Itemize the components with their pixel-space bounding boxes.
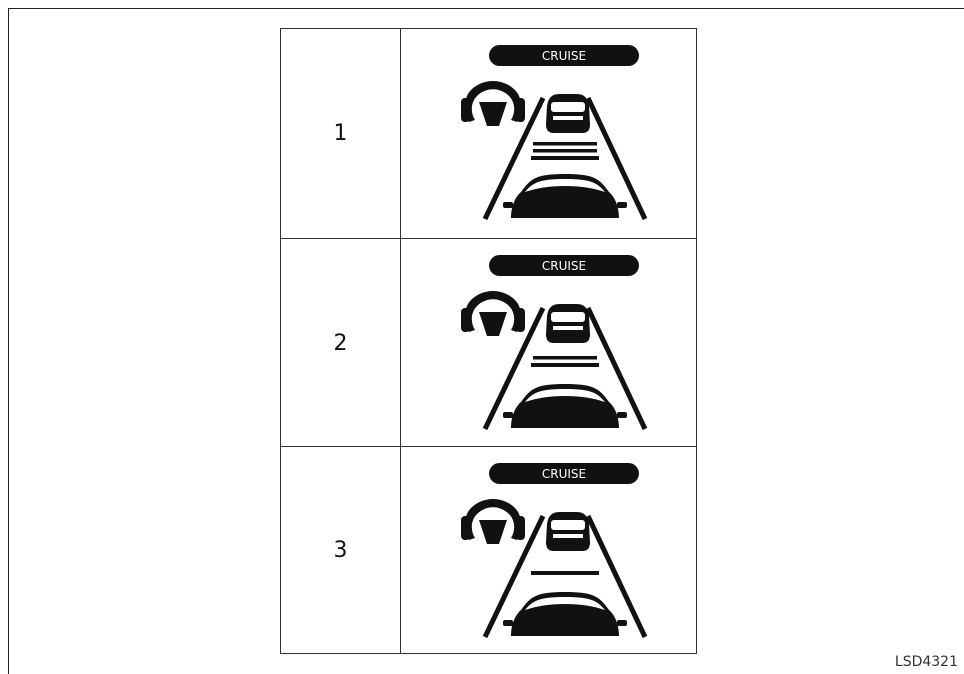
- steering-assist-icon: [461, 499, 525, 544]
- steering-assist-icon: [461, 81, 525, 126]
- distance-bar: [531, 156, 599, 160]
- lane-lines-icon: [482, 96, 648, 221]
- own-vehicle-icon: [503, 592, 627, 636]
- cruise-badge-label: CRUISE: [542, 467, 586, 481]
- cruise-display-illustration: CRUISE: [461, 45, 648, 221]
- table-row: 3 CRUISE: [281, 446, 696, 654]
- display-illustration-cell: CRUISE: [401, 447, 696, 654]
- cruise-badge-label: CRUISE: [542, 259, 586, 273]
- cruise-display-illustration: CRUISE: [461, 255, 648, 431]
- table-row: 2 CRUISE: [281, 238, 696, 447]
- lead-vehicle-icon: [546, 304, 590, 343]
- lead-vehicle-icon: [546, 94, 590, 133]
- distance-bar: [531, 363, 599, 367]
- cruise-badge: [489, 255, 639, 276]
- cruise-badge: [489, 463, 639, 484]
- setting-number-cell: 3: [281, 447, 401, 654]
- lane-lines-icon: [482, 514, 648, 639]
- distance-bars-icon: [531, 142, 599, 160]
- display-illustration-cell: CRUISE: [401, 29, 696, 238]
- lead-vehicle-icon: [546, 512, 590, 551]
- distance-setting-table: 1 CRUISE: [280, 28, 697, 654]
- own-vehicle-icon: [503, 174, 627, 218]
- figure-frame-left: [8, 8, 9, 674]
- distance-bars-icon: [531, 356, 599, 367]
- distance-bar: [533, 356, 597, 360]
- table-row: 1 CRUISE: [281, 29, 696, 238]
- distance-bar: [533, 149, 597, 153]
- distance-bar: [531, 571, 599, 575]
- cruise-badge: [489, 45, 639, 66]
- setting-number: 1: [333, 121, 348, 146]
- setting-number-cell: 1: [281, 29, 401, 238]
- setting-number: 3: [333, 538, 348, 563]
- figure-code: LSD4321: [894, 654, 958, 670]
- own-vehicle-icon: [503, 384, 627, 428]
- distance-bars-icon: [531, 571, 599, 575]
- display-illustration-cell: CRUISE: [401, 239, 696, 447]
- distance-bar: [533, 142, 597, 146]
- setting-number-cell: 2: [281, 239, 401, 447]
- cruise-badge-label: CRUISE: [542, 49, 586, 63]
- lane-lines-icon: [482, 306, 648, 431]
- figure-frame-top: [8, 8, 964, 9]
- steering-assist-icon: [461, 291, 525, 336]
- setting-number: 2: [333, 330, 348, 356]
- cruise-display-illustration: CRUISE: [461, 463, 648, 639]
